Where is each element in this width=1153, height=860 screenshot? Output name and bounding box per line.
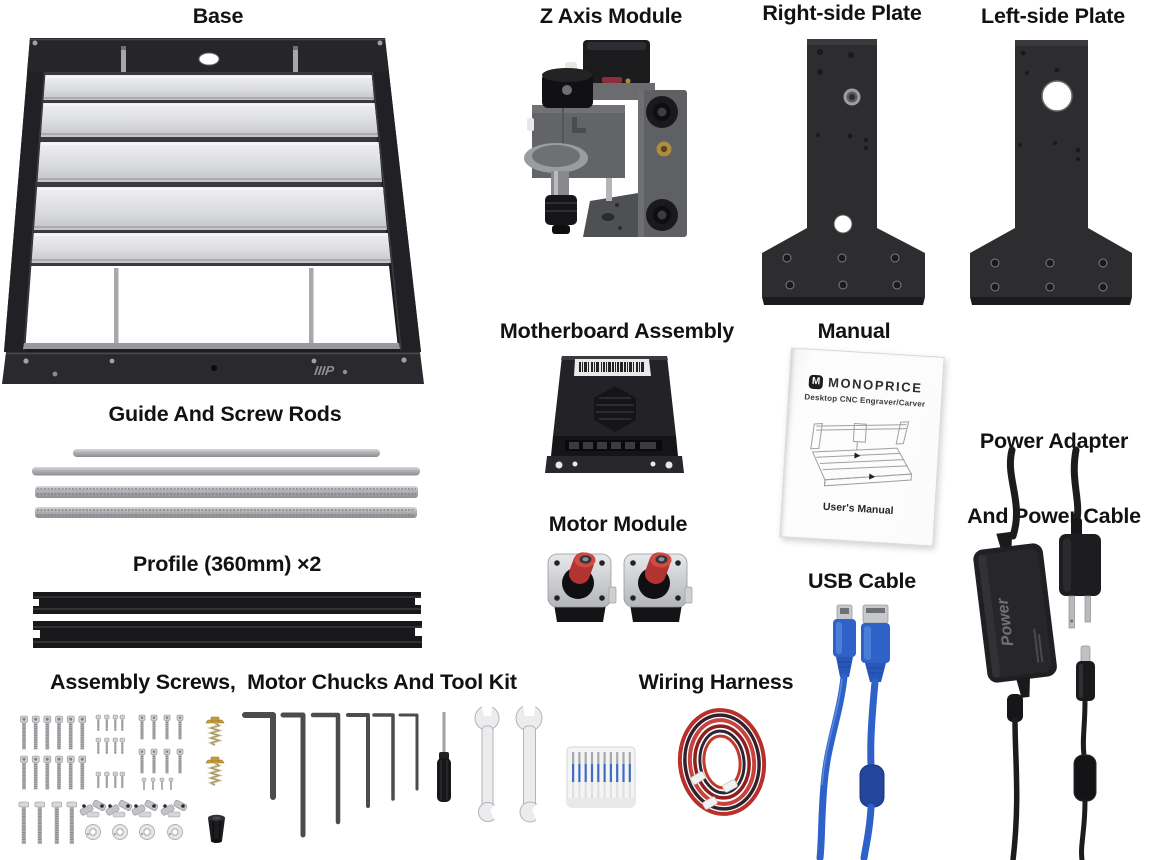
adapter-cord-connector [1007,694,1023,722]
motor-modules-photo [547,549,693,623]
usb-ferrite [859,764,885,808]
label-motherboard-assembly: Motherboard Assembly [499,319,735,343]
base-top-pins [121,46,298,72]
label-manual: Manual [817,319,891,343]
dc-barrel-connector [1076,645,1095,701]
plug-cord [1070,446,1082,528]
wiring-harness-photo [677,708,767,816]
tool-kit-photo [242,702,636,838]
small-screws [95,714,126,789]
open-end-wrench-1 [474,703,505,822]
profile-bar-1 [33,592,421,614]
manual-brand: MONOPRICE [827,374,923,396]
left-plate-holes [990,50,1108,292]
label-motor-module: Motor Module [548,512,688,536]
screwdriver [437,712,451,802]
rod-3 [35,486,418,498]
rod-4 [35,507,417,518]
label-profile: Profile (360mm) ×2 [132,552,322,576]
collet [208,814,225,843]
label-right-side-plate: Right-side Plate [762,1,922,25]
plug-prong [1084,595,1091,623]
label-guide-and-screw-rods: Guide And Screw Rods [108,402,342,426]
us-power-plug [1059,518,1101,629]
z-axis-spindle [524,62,593,234]
usb-cable-photo [816,604,890,860]
label-base: Base [192,4,244,28]
engraving-bits-pack [566,746,636,808]
motherboard-flange [545,456,684,473]
rod-1 [73,449,380,457]
washers [85,824,183,840]
tiny-screws [141,777,174,791]
harness-connectors [690,771,738,810]
profiles-photo [33,592,422,648]
power-brick: Power [973,531,1057,698]
label-power-adapter-line2: And Power Cable [967,504,1141,528]
usb-a-connector [861,604,890,682]
adapter-cord [1006,446,1020,540]
right-side-plate-photo [762,39,925,305]
spring-loaded-nuts [204,715,226,787]
assembly-screws-photo [17,713,226,846]
base-guide-rod [309,268,314,348]
z-axis-stepper-motor [583,40,650,85]
label-power-adapter: Power Adapter And Power Cable [967,379,1141,579]
long-bolts [17,800,79,846]
z-axis-module-photo [524,40,687,237]
open-end-wrench-2 [515,702,548,823]
motor-module-1 [547,549,617,623]
motor-module-2 [623,549,693,623]
manual-booklet: M MONOPRICE Desktop CNC Engraver/Carver [779,347,945,547]
hex-key-set [242,712,419,838]
usb-b-connector [833,604,856,677]
guide-and-screw-rods-photo [32,449,420,518]
left-side-plate-photo [970,40,1132,305]
base-guide-rod [114,268,119,348]
medium-screws [137,713,185,775]
long-screws-row-1 [19,714,88,751]
z-axis-bracket [638,90,687,237]
base-center-hole [198,52,220,66]
label-power-adapter-line1: Power Adapter [979,429,1129,453]
label-usb-cable: USB Cable [807,569,917,593]
label-assembly-screws-toolkit: Assembly Screws, Motor Chucks And Tool K… [50,670,517,694]
profile-bar-2 [33,621,422,648]
manual-cnc-sketch [810,421,913,487]
label-z-axis-module: Z Axis Module [539,4,683,28]
rod-2 [32,467,420,476]
right-plate-holes [782,49,902,290]
base-photo: IIIP [2,38,424,384]
label-wiring-harness: Wiring Harness [638,670,794,694]
ferrite-bead [1073,754,1097,802]
base-slats [29,75,391,263]
label-left-side-plate: Left-side Plate [981,4,1125,28]
base-brand-mark: IIIP [313,363,335,378]
clamp-nuts [78,799,189,818]
motherboard-photo [545,356,684,473]
plug-prong [1068,595,1075,629]
power-adapter-photo: Power [973,446,1101,860]
power-brick-mark: Power [994,597,1017,647]
wire-coil [677,708,767,816]
manual-footer: User's Manual [822,500,894,518]
monoprice-logo-icon: M [808,374,824,389]
long-screws-row-2 [19,754,88,791]
